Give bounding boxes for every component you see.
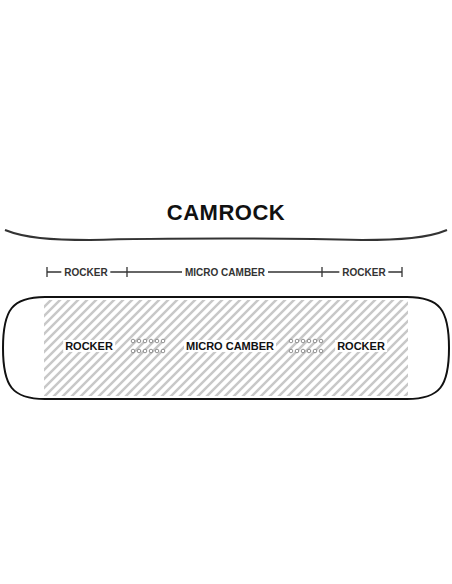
insert-hole: [155, 349, 159, 353]
insert-hole: [143, 349, 147, 353]
insert-hole: [161, 339, 165, 343]
insert-hole: [313, 339, 317, 343]
hatched-zone: [44, 298, 408, 398]
insert-hole: [289, 339, 293, 343]
board-profile: [5, 230, 447, 240]
insert-holes: [131, 339, 323, 353]
insert-hole: [131, 349, 135, 353]
insert-hole: [313, 349, 317, 353]
zone-dimension-label: MICRO CAMBER: [182, 267, 268, 278]
board-outline: [3, 297, 449, 399]
insert-hole: [319, 349, 323, 353]
diagram-title: CAMROCK: [167, 201, 285, 225]
board-zone-label: ROCKER: [335, 340, 387, 352]
insert-hole: [137, 339, 141, 343]
insert-hole: [301, 349, 305, 353]
insert-hole: [289, 349, 293, 353]
board-zone-label: MICRO CAMBER: [184, 340, 276, 352]
insert-hole: [149, 339, 153, 343]
insert-hole: [137, 349, 141, 353]
insert-hole: [155, 339, 159, 343]
dimension-bar: [47, 267, 402, 277]
insert-hole: [319, 339, 323, 343]
insert-hole: [149, 349, 153, 353]
insert-hole: [295, 349, 299, 353]
insert-hole: [307, 349, 311, 353]
zone-dimension-label: ROCKER: [61, 267, 110, 278]
insert-hole: [295, 339, 299, 343]
insert-hole: [301, 339, 305, 343]
zone-dimension-label: ROCKER: [339, 267, 388, 278]
insert-hole: [131, 339, 135, 343]
insert-hole: [143, 339, 147, 343]
insert-hole: [307, 339, 311, 343]
insert-hole: [161, 349, 165, 353]
board-zone-label: ROCKER: [63, 340, 115, 352]
